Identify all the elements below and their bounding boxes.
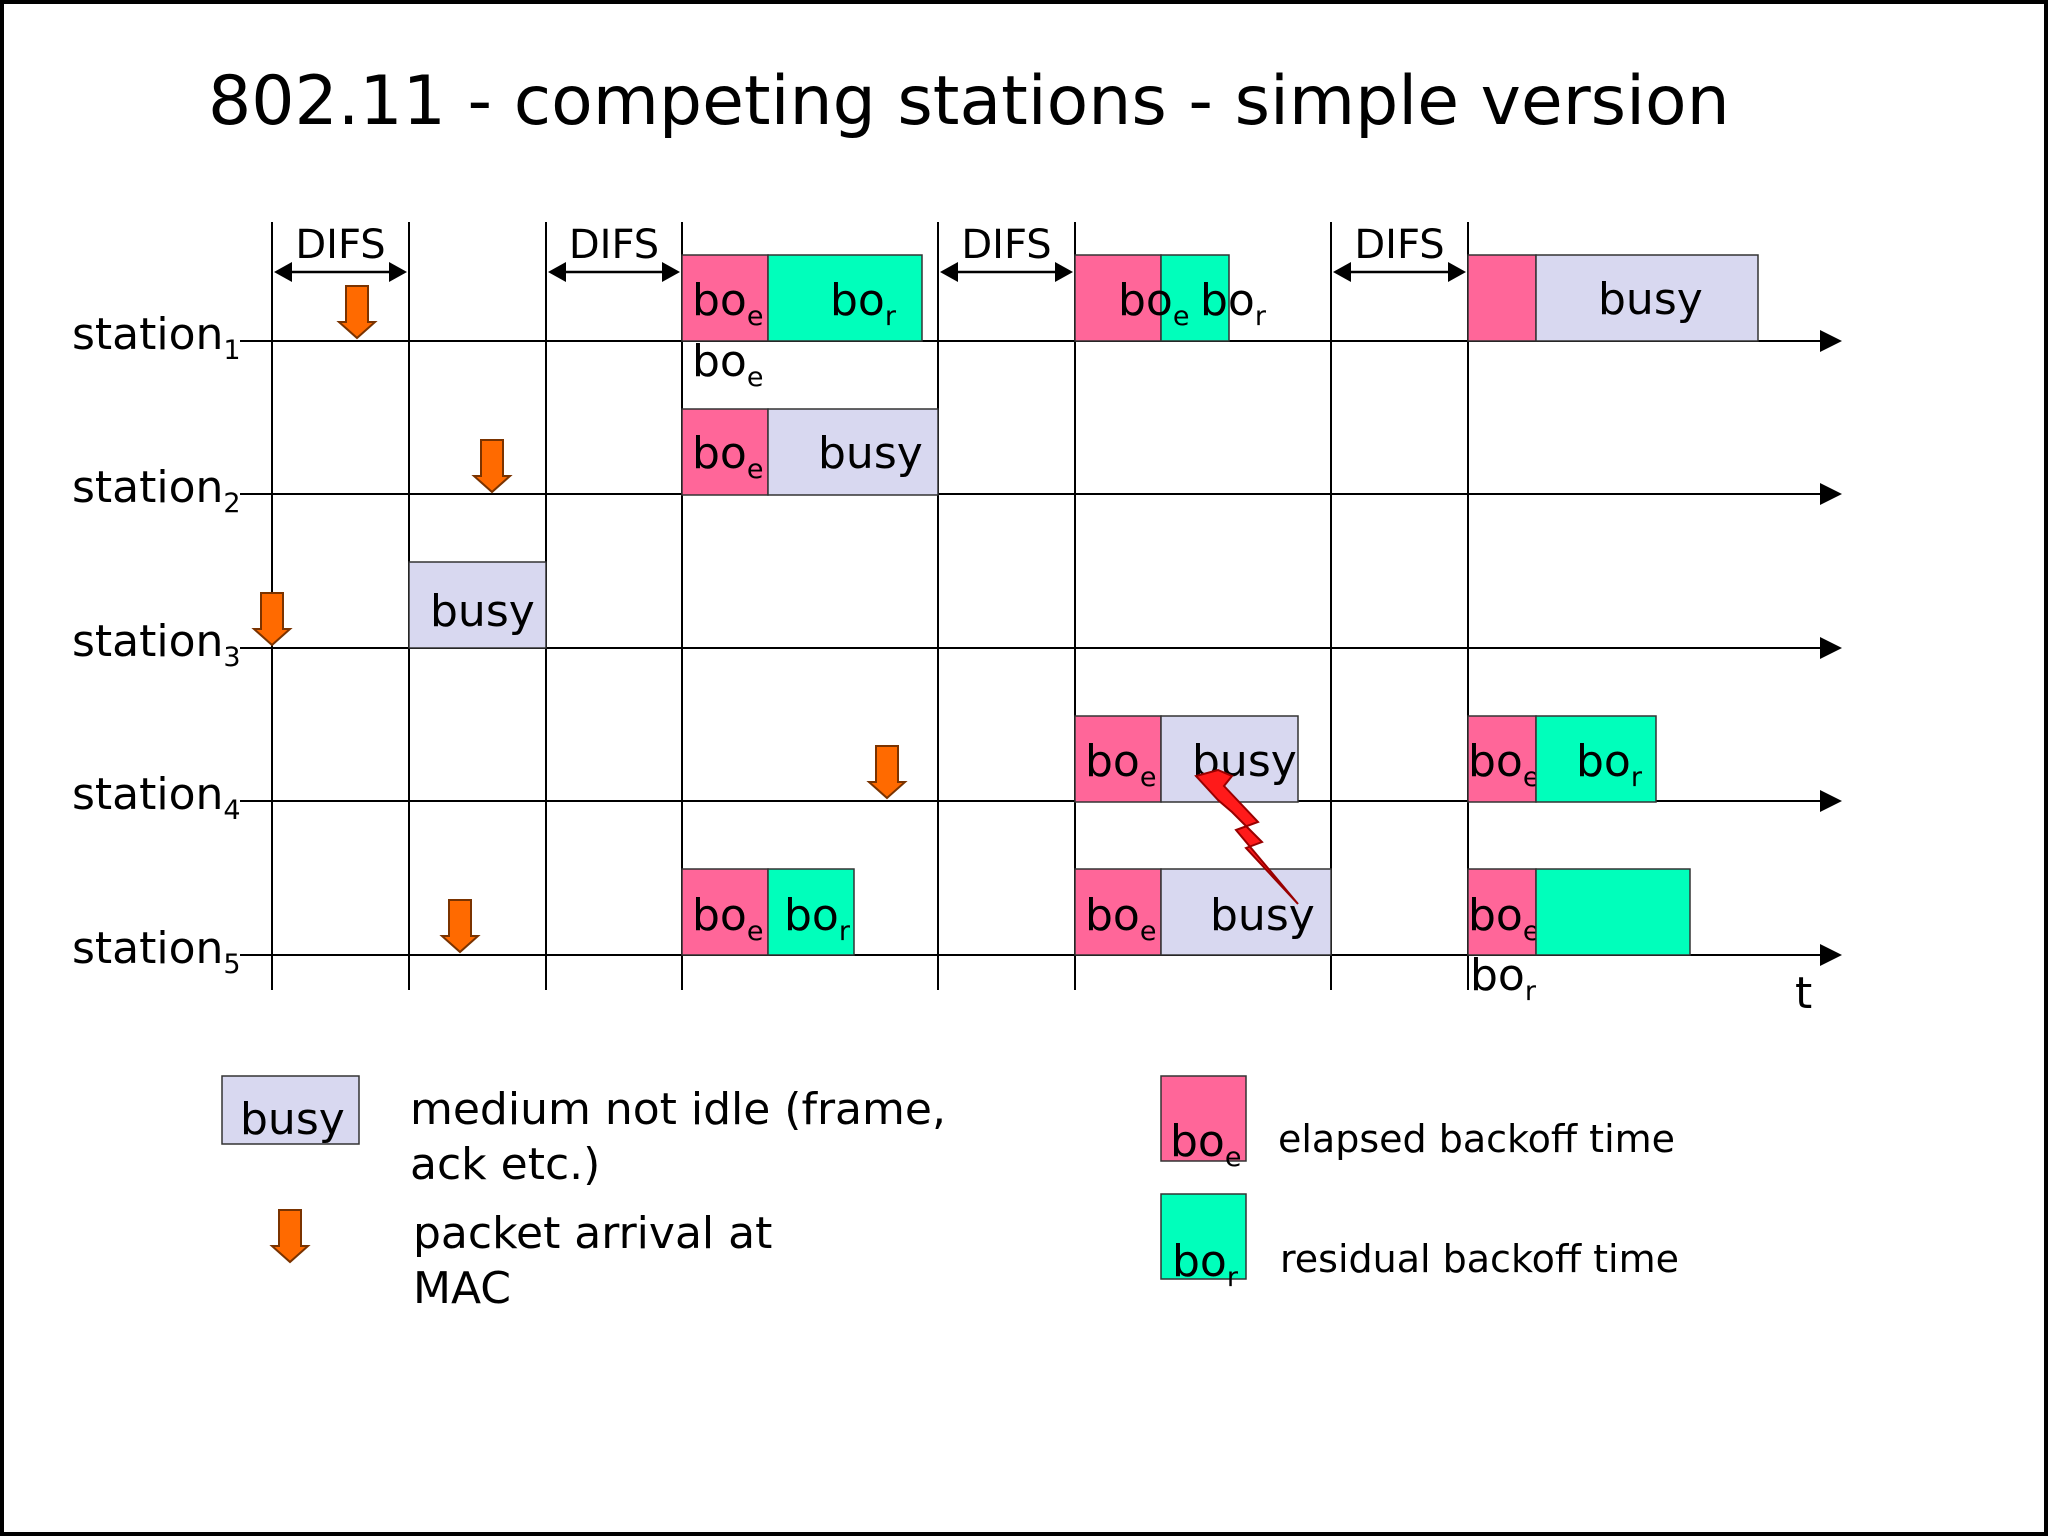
- busy-block-label: busy: [1210, 890, 1315, 941]
- difs-label: DIFS: [961, 222, 1051, 268]
- elapsed-backoff-block: [1074, 868, 1162, 956]
- legend-packet-arrival-icon: [269, 1209, 311, 1264]
- residual-backoff-label: bor: [1470, 950, 1537, 1007]
- residual-backoff-label: bor: [784, 890, 851, 947]
- station-label: station3: [72, 616, 241, 673]
- elapsed-backoff-label: boe: [692, 336, 763, 393]
- busy-block-label: busy: [430, 586, 535, 637]
- busy-block: [1160, 868, 1332, 956]
- collision-lightning-icon: [1194, 768, 1299, 905]
- difs-arrowhead-left: [940, 262, 958, 282]
- station-label: station1: [72, 309, 241, 366]
- elapsed-backoff-label: boe: [692, 428, 763, 485]
- difs-arrowhead-left: [274, 262, 292, 282]
- legend-busy-swatch-label: busy: [240, 1094, 345, 1145]
- difs-arrowhead-left: [1333, 262, 1351, 282]
- axis-arrowhead: [1820, 330, 1842, 352]
- busy-block: [767, 408, 939, 496]
- legend-residual-swatch: [1160, 1193, 1247, 1280]
- residual-backoff-block: [767, 254, 923, 342]
- axis-arrowhead: [1820, 790, 1842, 812]
- residual-backoff-label: bor: [1200, 275, 1267, 332]
- busy-block-label: busy: [818, 428, 923, 479]
- busy-block: [1160, 715, 1299, 803]
- elapsed-backoff-label: boe: [1085, 890, 1156, 947]
- axis-arrowhead: [1820, 944, 1842, 966]
- station-label: station5: [72, 923, 241, 980]
- busy-block: [1535, 254, 1759, 342]
- busy-block: [408, 561, 547, 649]
- station-label: station2: [72, 462, 241, 519]
- residual-backoff-label: bor: [830, 275, 897, 332]
- difs-arrowhead-left: [548, 262, 566, 282]
- busy-block-label: busy: [1598, 274, 1703, 325]
- residual-backoff-block: [767, 868, 855, 956]
- difs-arrowhead-right: [1055, 262, 1073, 282]
- packet-arrival-arrow-icon: [866, 745, 908, 800]
- legend-busy-desc: medium not idle (frame, ack etc.): [410, 1084, 946, 1190]
- elapsed-backoff-label: boe: [1085, 736, 1156, 793]
- residual-backoff-block: [1160, 254, 1230, 342]
- packet-arrival-arrow-icon: [251, 592, 293, 647]
- elapsed-backoff-block: [681, 868, 769, 956]
- elapsed-backoff-label: boe: [1118, 275, 1189, 332]
- residual-backoff-block: [1535, 715, 1657, 803]
- elapsed-backoff-block: [681, 408, 769, 496]
- legend-elapsed-desc: elapsed backoff time: [1278, 1117, 1676, 1161]
- difs-label: DIFS: [569, 222, 659, 268]
- time-axis-label: t: [1795, 968, 1812, 1019]
- difs-label: DIFS: [295, 222, 385, 268]
- residual-backoff-label: bor: [1576, 736, 1643, 793]
- elapsed-backoff-label: boe: [692, 890, 763, 947]
- axis-arrowhead: [1820, 637, 1842, 659]
- elapsed-backoff-block: [681, 254, 769, 342]
- difs-arrowhead-right: [662, 262, 680, 282]
- station-label: station4: [72, 769, 241, 826]
- elapsed-backoff-block: [1074, 715, 1162, 803]
- difs-label: DIFS: [1354, 222, 1444, 268]
- elapsed-backoff-block: [1467, 254, 1537, 342]
- legend-busy-swatch: [221, 1075, 360, 1145]
- slide-title: 802.11 - competing stations - simple ver…: [208, 62, 1730, 141]
- packet-arrival-arrow-icon: [336, 285, 378, 340]
- elapsed-backoff-block: [1467, 715, 1537, 803]
- packet-arrival-arrow-icon: [439, 899, 481, 954]
- residual-backoff-block: [1535, 868, 1691, 956]
- difs-arrowhead-right: [389, 262, 407, 282]
- elapsed-backoff-block: [1467, 868, 1537, 956]
- axis-arrowhead: [1820, 483, 1842, 505]
- legend-arrival-desc: packet arrival at MAC: [413, 1208, 773, 1314]
- legend-elapsed-swatch: [1160, 1075, 1247, 1162]
- packet-arrival-arrow-icon: [471, 439, 513, 494]
- legend-residual-swatch-label: bor: [1172, 1236, 1239, 1293]
- legend-elapsed-swatch-label: boe: [1170, 1116, 1241, 1173]
- difs-arrowhead-right: [1448, 262, 1466, 282]
- legend-residual-desc: residual backoff time: [1280, 1237, 1679, 1281]
- elapsed-backoff-label: boe: [692, 275, 763, 332]
